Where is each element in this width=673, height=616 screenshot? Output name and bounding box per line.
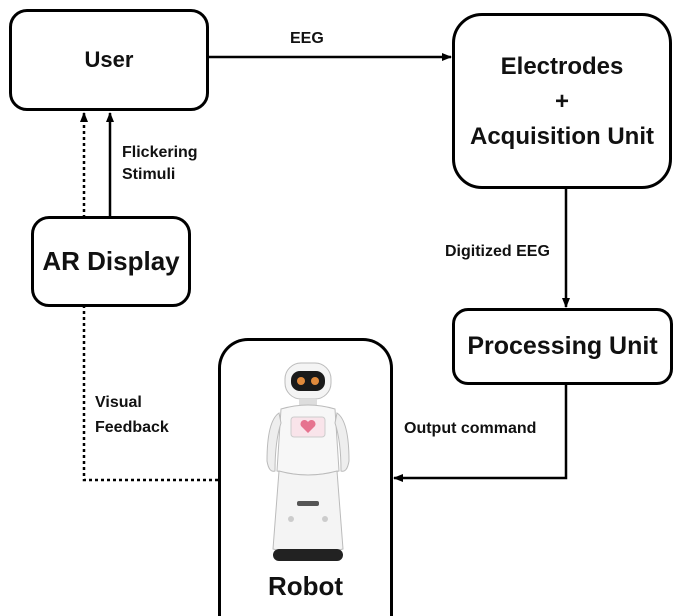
user-label: User	[84, 47, 134, 72]
electrodes-label: Electrodes	[500, 52, 624, 80]
robot-node: Robot	[218, 338, 393, 616]
ar-display-label: AR Display	[42, 246, 180, 276]
robot-label: Robot	[267, 571, 344, 601]
stimuli-label: Stimuli	[122, 166, 176, 183]
electrodes-acquisition-node: Electrodes + Acquisition Unit	[452, 13, 672, 189]
feedback-label: Feedback	[95, 419, 169, 436]
digitized-eeg-label: Digitized EEG	[445, 243, 550, 260]
plus-label: +	[554, 87, 569, 115]
flickering-label: Flickering	[122, 144, 198, 161]
output-command-arrow	[393, 385, 568, 482]
ar-display-node: AR Display	[31, 216, 191, 307]
user-node: User	[9, 9, 209, 111]
output-command-label: Output command	[404, 420, 537, 437]
processing-unit-node: Processing Unit	[452, 308, 673, 385]
robot-illustration	[266, 362, 350, 561]
acquisition-unit-label: Acquisition Unit	[470, 122, 654, 150]
visual-label: Visual	[95, 394, 142, 411]
processing-unit-label: Processing Unit	[467, 332, 658, 360]
eeg-label: EEG	[290, 30, 324, 47]
